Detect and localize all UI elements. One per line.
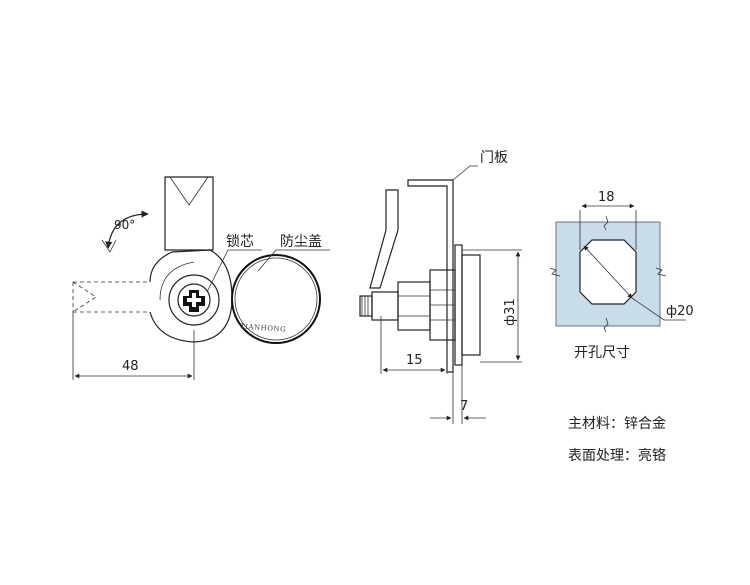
dust-cover (231, 254, 321, 344)
cam-tongue-rotated (72, 281, 150, 313)
lock-core-label: 锁芯 (226, 234, 254, 250)
dim-48: 48 (122, 359, 139, 374)
dim-18: 18 (598, 190, 615, 205)
nut (397, 281, 431, 331)
door-panel-label: 门板 (480, 150, 508, 166)
material-note: 主材料：锌合金 (568, 416, 666, 432)
dim-15: 15 (406, 353, 423, 368)
front-view: TIANHONG 90° 锁芯 防尘盖 48 (72, 176, 330, 380)
dim-7: 7 (460, 399, 468, 414)
surface-note: 表面处理：亮铬 (568, 447, 666, 464)
lock-core (168, 274, 220, 326)
side-view: 门板 ф31 15 7 (359, 150, 522, 424)
cam-tongue (164, 176, 214, 251)
brand-mark: TIANHONG (240, 322, 287, 333)
cutout-view: ф20 18 开孔尺寸 (549, 190, 694, 361)
dim-phi20: ф20 (666, 304, 694, 319)
shaft (371, 291, 399, 321)
dust-cover-label: 防尘盖 (280, 234, 322, 250)
bezel-flange (454, 244, 463, 366)
rotation-label: 90° (114, 218, 135, 232)
cutout-size-label: 开孔尺寸 (574, 345, 630, 361)
rotation-arc (105, 210, 149, 249)
cam-arm (369, 189, 399, 289)
dim-phi31: ф31 (503, 298, 518, 326)
